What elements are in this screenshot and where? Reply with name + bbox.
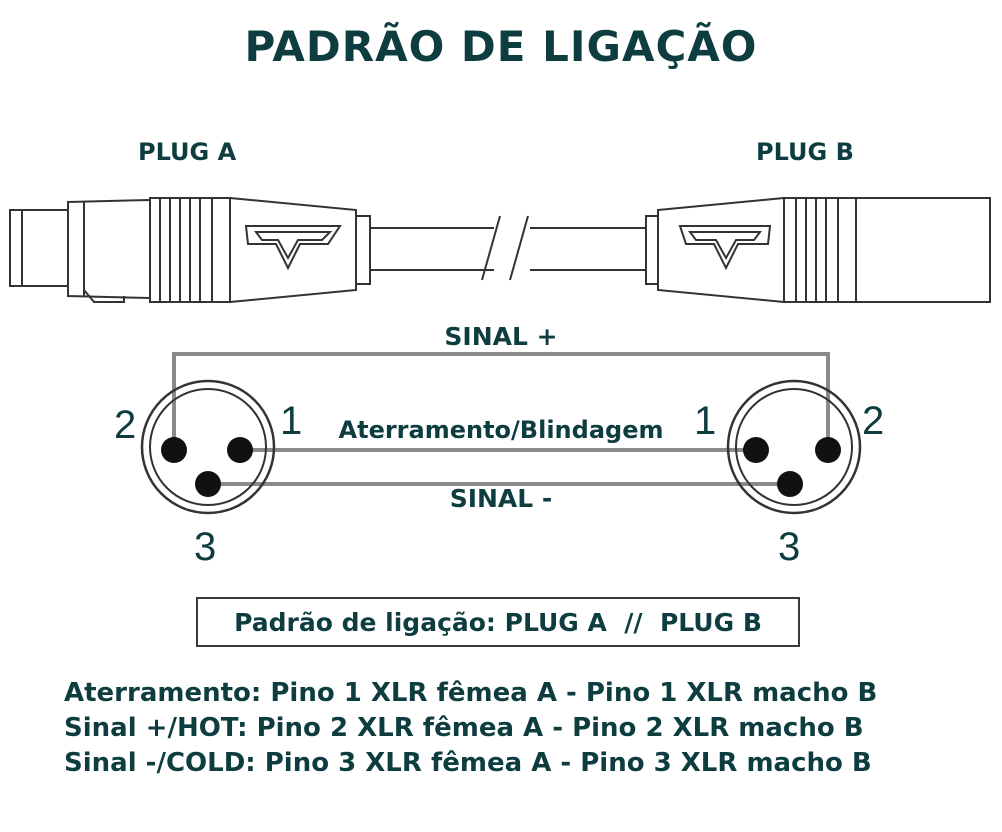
wire-signal-plus <box>172 352 830 450</box>
wire-lines <box>172 352 830 486</box>
plug-b-pin-1-number: 1 <box>694 399 716 443</box>
legend-line-ground: Aterramento: Pino 1 XLR fêmea A - Pino 1… <box>64 678 878 708</box>
plug-a-label: PLUG A <box>138 138 237 166</box>
plug-a-pin-3-number: 3 <box>194 525 216 569</box>
plug-a-pin-2-number: 2 <box>114 403 136 447</box>
plug-b-label: PLUG B <box>756 138 854 166</box>
legend-line-signal-plus: Sinal +/HOT: Pino 2 XLR fêmea A - Pino 2… <box>64 713 864 743</box>
signal-minus-label: SINAL - <box>450 484 553 513</box>
plug-a-pin-2 <box>161 437 187 463</box>
plug-b-pin-3-number: 3 <box>778 525 800 569</box>
plug-a-connector <box>9 196 371 304</box>
ground-label: Aterramento/Blindagem <box>339 416 664 444</box>
legend-line-signal-minus: Sinal -/COLD: Pino 3 XLR fêmea A - Pino … <box>64 748 872 778</box>
plug-a-face <box>140 379 276 515</box>
plug-a-pin-1 <box>227 437 253 463</box>
plug-a-pin-1-number: 1 <box>280 399 302 443</box>
plug-b-pin-2 <box>815 437 841 463</box>
wiring-legend: Aterramento: Pino 1 XLR fêmea A - Pino 1… <box>64 676 964 781</box>
plug-b-face <box>726 379 862 515</box>
signal-plus-label: SINAL + <box>444 322 557 351</box>
plug-a-pin-3 <box>195 471 221 497</box>
page-title: PADRÃO DE LIGAÇÃO <box>244 22 758 71</box>
plug-b-pin-3 <box>777 471 803 497</box>
wiring-caption: Padrão de ligação: PLUG A // PLUG B <box>196 597 800 647</box>
plug-b-pin-1 <box>743 437 769 463</box>
plug-b-pin-2-number: 2 <box>862 399 884 443</box>
xlr-cable-illustration <box>9 196 991 304</box>
cable-body <box>370 215 646 281</box>
plug-b-connector <box>645 196 991 304</box>
